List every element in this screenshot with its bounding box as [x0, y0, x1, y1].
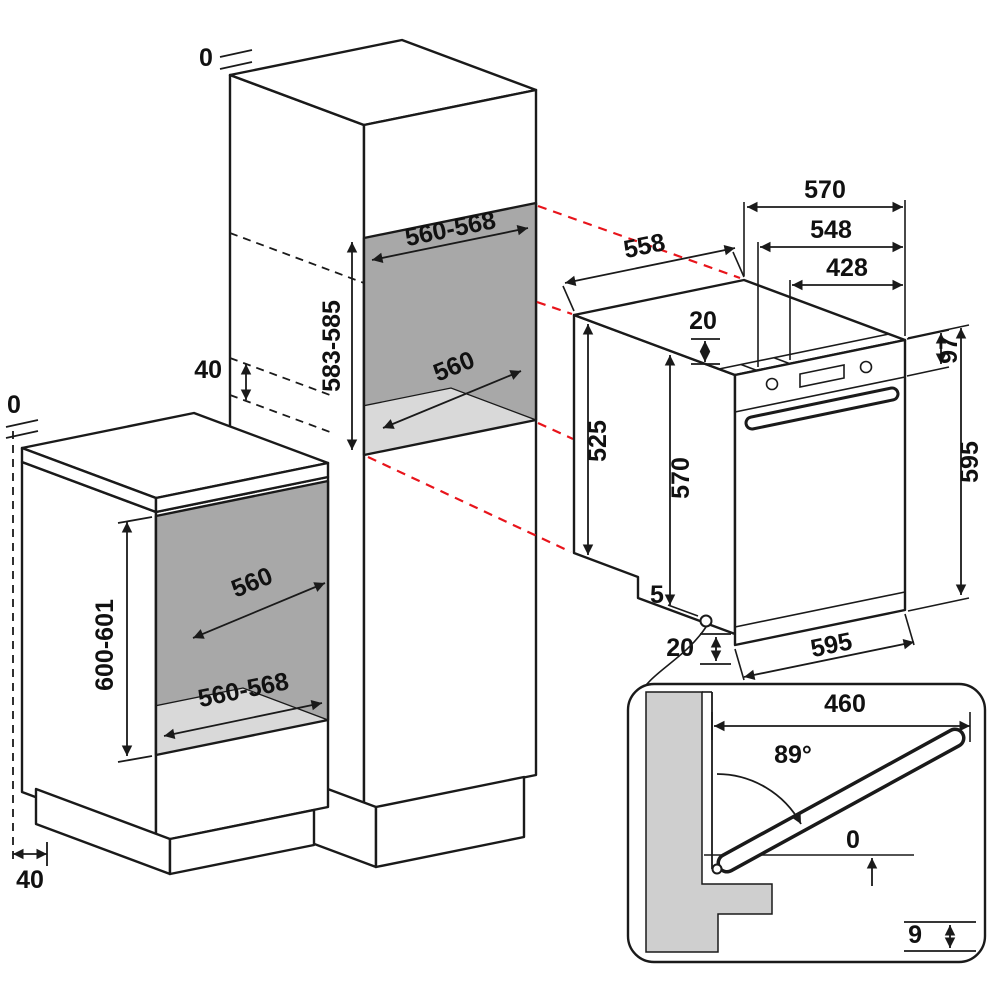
ext-overall-width-right — [904, 613, 915, 646]
dim-line-tall-niche-width — [371, 224, 529, 264]
tall-niche-top-projection — [229, 232, 365, 284]
dim-overall-height: 595 — [956, 441, 984, 483]
detail-open-door-inner — [720, 731, 962, 870]
oven-front-fascia — [733, 338, 907, 647]
base-niche-height-ext-bottom — [117, 755, 153, 763]
dim-line-body-depth — [564, 244, 736, 287]
tall-niche-opening — [362, 201, 538, 457]
base-worktop-gap-tick-2 — [5, 430, 39, 439]
oven-knob-right — [859, 360, 873, 374]
ext-depth-left — [562, 285, 575, 312]
oven-knob-left — [765, 377, 779, 391]
projection-line-bottom-right — [537, 421, 574, 441]
dim-panel-height: 97 — [935, 336, 963, 364]
dim-flush-gap: 0 — [846, 826, 860, 854]
oven-control-panel-line — [734, 376, 906, 413]
dim-rear-height: 525 — [584, 420, 612, 462]
ext-overall-width-left — [734, 648, 745, 681]
tall-top-gap-tick-1 — [219, 49, 253, 58]
dim-bottom-inset: 20 — [666, 634, 694, 662]
tall-vent-dash-lower — [229, 394, 331, 433]
foot-callout-leader — [667, 604, 699, 617]
oven-door-handle-inner — [747, 389, 897, 428]
dim-front-height: 570 — [667, 457, 695, 499]
ext-panel-bottom — [906, 366, 950, 377]
base-cabinet — [20, 411, 330, 876]
projection-line-top-left — [536, 300, 573, 316]
dim-line-overall-width — [743, 638, 915, 681]
dim-opening-angle: 89° — [774, 741, 812, 769]
dim-bottom-gap: 9 — [908, 921, 922, 949]
base-cabinet-worktop-right — [154, 461, 330, 514]
dim-line-base-niche-width — [163, 700, 323, 739]
dim-door-projection: 460 — [824, 690, 866, 718]
ext-overall-height-top — [907, 324, 970, 339]
dim-line-base-niche-depth — [192, 582, 326, 639]
oven-display — [799, 364, 845, 388]
dim-top-inset: 20 — [689, 307, 717, 335]
dim-tall-top-gap: 0 — [199, 44, 213, 72]
oven-top-step-2 — [773, 356, 791, 365]
dim-body-width-top: 570 — [804, 176, 846, 204]
oven-top-frame-line — [718, 333, 890, 370]
dim-foot-callout: 5 — [650, 581, 664, 609]
dim-tall-niche-height: 583-585 — [318, 300, 346, 392]
base-cabinet-plinth-right — [168, 808, 316, 876]
dim-base-worktop-gap: 0 — [7, 391, 21, 419]
tall-cabinet-plinth-right — [374, 775, 526, 869]
oven-top-step-1 — [740, 363, 758, 372]
detail-cabinet-section — [645, 691, 773, 953]
base-worktop-gap-tick-1 — [5, 419, 39, 428]
ext-overall-height-bottom — [907, 597, 970, 612]
oven-door-bottom-line — [734, 591, 906, 628]
dim-body-depth: 558 — [621, 228, 668, 264]
projection-line-bottom-left — [367, 456, 572, 553]
oven-dimensions: 570 548 428 558 20 97 525 570 595 595 5 — [562, 176, 984, 681]
dim-base-niche-height: 600-601 — [91, 599, 119, 691]
dim-line-tall-niche-depth — [382, 370, 522, 429]
foot-callout-circle — [699, 614, 713, 628]
dim-base-vent-gap: 40 — [16, 866, 44, 894]
oven — [572, 278, 907, 647]
dim-tall-vent-gap: 40 — [194, 356, 222, 384]
detail-hinge — [711, 863, 723, 875]
base-niche-opening — [154, 479, 330, 757]
door-detail: 460 89° 0 9 — [626, 626, 987, 964]
dim-body-width-back: 428 — [826, 254, 868, 282]
dim-body-width-mid: 548 — [810, 216, 852, 244]
ext-depth-right — [732, 251, 745, 278]
dim-overall-width: 595 — [808, 627, 855, 663]
tall-top-gap-tick-2 — [219, 61, 253, 70]
detail-angle-arc — [716, 773, 802, 825]
